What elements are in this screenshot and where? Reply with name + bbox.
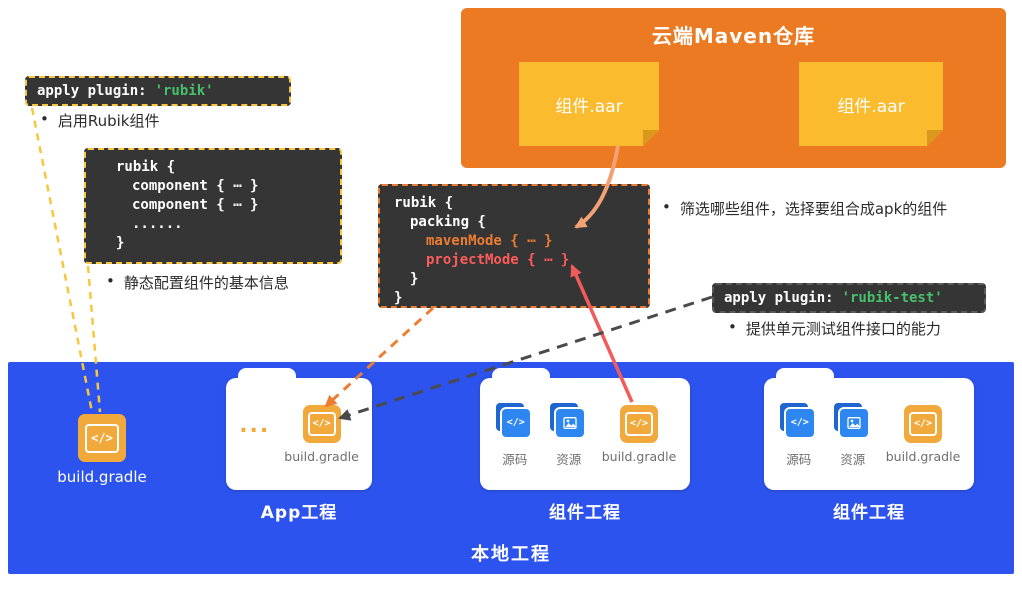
code-packing-block: rubik { packing { mavenMode { ⋯ } projec… bbox=[378, 184, 650, 308]
code-apply-rubik: apply plugin: 'rubik' bbox=[25, 76, 291, 106]
code-apply-rubik-value: 'rubik' bbox=[154, 83, 214, 99]
source-files: </> 源码 bbox=[777, 400, 820, 468]
gradle-file-icon: </> bbox=[302, 404, 341, 443]
code-glyph-icon: </> bbox=[783, 406, 816, 439]
bullet-icon: • bbox=[40, 110, 49, 128]
code-glyph-icon: </> bbox=[624, 411, 653, 436]
code-component-block: rubik { component { ⋯ } component { ⋯ } … bbox=[84, 148, 342, 264]
code-glyph-icon: </> bbox=[908, 411, 937, 436]
code-line: } bbox=[410, 271, 419, 287]
code-line: rubik { bbox=[394, 195, 454, 211]
folded-corner-icon bbox=[927, 130, 943, 146]
code-apply-rubik-prefix: apply plugin: bbox=[37, 83, 147, 99]
folder-app-label: App工程 bbox=[260, 503, 338, 523]
aar-artifact-2: 组件.aar bbox=[799, 62, 943, 146]
note-unit-test: • 提供单元测试组件接口的能力 bbox=[728, 318, 941, 339]
resource-files-label: 资源 bbox=[840, 451, 866, 467]
code-apply-rubik-test-prefix: apply plugin: bbox=[724, 290, 834, 306]
source-code-files-icon: </> bbox=[777, 400, 820, 443]
code-glyph-icon: </> bbox=[499, 406, 532, 439]
root-build-gradle-label: build.gradle bbox=[57, 468, 147, 486]
code-line: } bbox=[116, 235, 125, 251]
note-filter-components-text: 筛选哪些组件，选择要组合成apk的组件 bbox=[679, 200, 948, 218]
image-glyph-icon bbox=[837, 406, 870, 439]
component-build-gradle-file: </> build.gradle bbox=[601, 404, 677, 464]
aar-artifact-2-label: 组件.aar bbox=[837, 96, 905, 117]
note-static-config: • 静态配置组件的基本信息 bbox=[106, 272, 289, 293]
aar-artifact-1-label: 组件.aar bbox=[555, 96, 623, 117]
component-build-gradle-label: build.gradle bbox=[601, 448, 677, 464]
app-build-gradle-file: </> build.gradle bbox=[284, 404, 359, 464]
image-glyph-icon bbox=[553, 406, 586, 439]
code-apply-rubik-test-value: 'rubik-test' bbox=[841, 290, 943, 306]
note-unit-test-text: 提供单元测试组件接口的能力 bbox=[745, 320, 941, 338]
code-line-mavenmode: mavenMode { ⋯ } bbox=[426, 233, 553, 249]
source-files-label: 源码 bbox=[786, 451, 812, 467]
code-line: packing { bbox=[410, 214, 486, 230]
code-glyph-icon: </> bbox=[307, 411, 336, 436]
code-apply-rubik-test: apply plugin: 'rubik-test' bbox=[712, 283, 986, 313]
code-line: } bbox=[394, 290, 403, 306]
code-line-projectmode: projectMode { ⋯ } bbox=[426, 252, 570, 268]
note-enable-rubik: • 启用Rubik组件 bbox=[40, 110, 160, 131]
code-line: ...... bbox=[132, 216, 183, 232]
code-line: component { ⋯ } bbox=[132, 178, 259, 194]
folder-component-1: </> 源码 资源 </> build.gradle bbox=[480, 368, 690, 490]
folder-component-2: </> 源码 资源 </> build.gradle bbox=[764, 368, 974, 490]
folded-corner-icon bbox=[643, 130, 659, 146]
folder-component-1-label: 组件工程 bbox=[549, 503, 621, 523]
resource-files: 资源 bbox=[831, 400, 874, 468]
folder-app: ... </> build.gradle bbox=[226, 368, 372, 490]
root-build-gradle-file: </> bbox=[78, 414, 126, 462]
resource-files-label: 资源 bbox=[556, 451, 582, 467]
folder-component-2-label: 组件工程 bbox=[833, 503, 905, 523]
maven-repo-title: 云端Maven仓库 bbox=[651, 24, 816, 48]
ellipsis-icon: ... bbox=[239, 413, 271, 438]
resource-files-icon bbox=[547, 400, 590, 443]
note-filter-components: • 筛选哪些组件，选择要组合成apk的组件 bbox=[662, 198, 947, 219]
component-build-gradle-file: </> build.gradle bbox=[885, 404, 961, 464]
local-projects-title: 本地工程 bbox=[471, 544, 551, 565]
code-line: rubik { bbox=[116, 159, 176, 175]
note-static-config-text: 静态配置组件的基本信息 bbox=[123, 274, 289, 292]
source-files-label: 源码 bbox=[502, 451, 528, 467]
component-build-gradle-label: build.gradle bbox=[885, 448, 961, 464]
resource-files-icon bbox=[831, 400, 874, 443]
bullet-icon: • bbox=[662, 198, 671, 216]
app-build-gradle-label: build.gradle bbox=[284, 448, 359, 464]
note-enable-rubik-text: 启用Rubik组件 bbox=[57, 112, 160, 130]
source-code-files-icon: </> bbox=[493, 400, 536, 443]
gradle-file-icon: </> bbox=[78, 414, 126, 462]
gradle-file-icon: </> bbox=[619, 404, 658, 443]
gradle-file-icon: </> bbox=[903, 404, 942, 443]
code-glyph-icon: </> bbox=[85, 423, 119, 453]
source-files: </> 源码 bbox=[493, 400, 536, 468]
bullet-icon: • bbox=[728, 318, 737, 336]
bullet-icon: • bbox=[106, 272, 115, 290]
code-line: component { ⋯ } bbox=[132, 197, 259, 213]
resource-files: 资源 bbox=[547, 400, 590, 468]
aar-artifact-1: 组件.aar bbox=[519, 62, 659, 146]
maven-repo-panel: 云端Maven仓库 组件.aar 组件.aar bbox=[461, 8, 1006, 168]
